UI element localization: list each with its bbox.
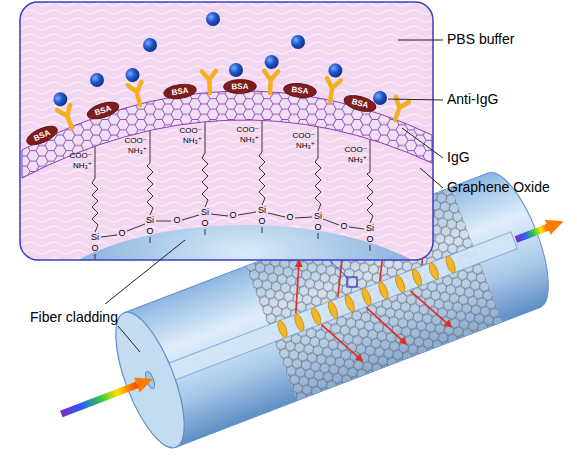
zoom-marker [347, 277, 357, 287]
atom-label: O [118, 229, 125, 239]
atom-label: O [286, 213, 293, 223]
chem-group-label: COO⁻ [180, 127, 202, 136]
atom-label: Si [366, 224, 374, 234]
chem-group-label: COO⁻ [293, 132, 315, 141]
atom-label: O [229, 211, 236, 221]
atom-label: O [314, 223, 321, 233]
atom-label: O [340, 222, 347, 232]
chem-group-label: COO⁻ [345, 146, 367, 155]
part-label: Fiber cladding [30, 310, 118, 325]
atom-label: O [146, 227, 153, 237]
leader-lines [105, 40, 443, 352]
atom-label: O [173, 216, 180, 226]
part-label: Graphene Oxide [447, 180, 550, 195]
chem-group-label: NH₃⁺ [296, 142, 315, 151]
atom-label: Si [258, 206, 266, 216]
chem-group-label: NH₃⁺ [348, 156, 367, 165]
atom-label: O [258, 217, 265, 227]
atom-label: O [201, 219, 208, 229]
bsa-label: BSA [223, 78, 257, 94]
zoom-line [330, 261, 348, 278]
atom-label: Si [314, 212, 322, 222]
cladding-surface [30, 225, 433, 260]
atom-label: O [366, 235, 373, 245]
anti-igg-particles [51, 12, 387, 108]
chem-group-label: COO⁻ [70, 152, 92, 161]
chem-group-label: NH₃⁺ [183, 137, 202, 146]
inset-view [20, 2, 460, 415]
atom-label: O [91, 244, 98, 254]
bsa-label: BSA [282, 81, 317, 99]
part-label: IgG [447, 150, 470, 165]
chem-group-label: NH₃⁺ [240, 136, 259, 145]
chem-group-label: COO⁻ [125, 137, 147, 146]
chem-group-label: NH₃⁺ [128, 147, 147, 156]
chem-group-label: COO⁻ [237, 126, 259, 135]
chem-group-label: NH₃⁺ [73, 162, 92, 171]
graphene-oxide-layer [22, 91, 432, 178]
atom-label: Si [91, 233, 99, 243]
igg-antibodies [57, 71, 409, 131]
bsa-molecule: BSA [223, 78, 257, 94]
atom-label: Si [201, 208, 209, 218]
region-label: PBS buffer [447, 32, 514, 47]
part-label: Anti-IgG [447, 92, 498, 107]
bsa-molecule: BSA [282, 81, 317, 99]
silane-chains [92, 120, 373, 260]
atom-label: Si [146, 216, 154, 226]
